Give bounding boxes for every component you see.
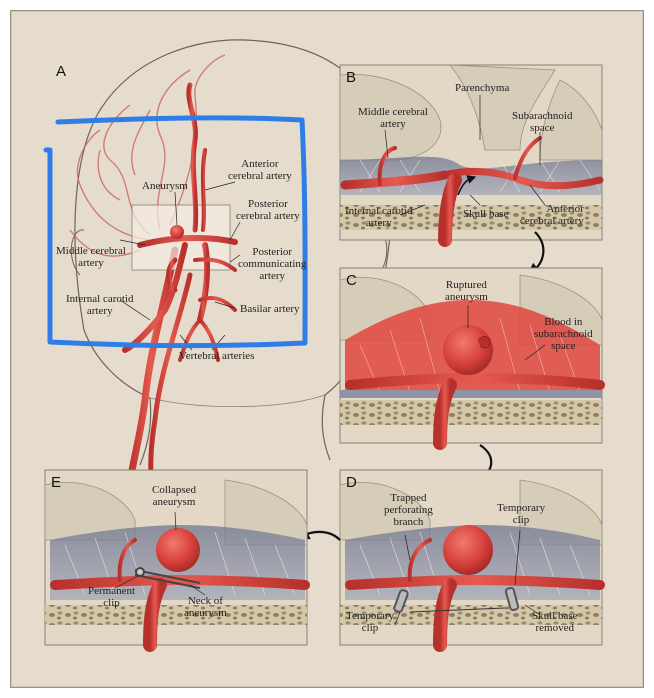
label-vertebral: Vertebral arteries (179, 350, 255, 362)
label-internal-carotid-a: Internal carotid artery (66, 293, 134, 317)
panel-b (339, 64, 604, 247)
neck-artery-right (148, 272, 193, 498)
label-anterior-cerebral-b: Anterior cerebral artery (520, 203, 584, 227)
label-blood: Blood in subarachnoid space (534, 316, 593, 352)
blue-highlight-outline (43, 115, 308, 349)
collapsed-aneurysm (156, 528, 200, 572)
panel-b-letter: B (346, 69, 357, 86)
panel-d-letter: D (346, 474, 357, 491)
label-skull-base-removed: Skull base removed (532, 610, 578, 634)
ruptured-aneurysm (443, 325, 493, 375)
label-temporary-clip-top: Temporary clip (497, 502, 546, 526)
label-collapsed-aneurysm: Collapsed aneurysm (152, 484, 196, 508)
label-middle-cerebral-a: Middle cerebral artery (56, 245, 126, 269)
label-temporary-clip-bottom: Temporary clip (346, 610, 395, 634)
label-aneurysm-a: Aneurysm (142, 180, 188, 192)
panel-e-letter: E (51, 474, 62, 491)
panel-c (339, 267, 605, 450)
label-middle-cerebral-b: Middle cerebral artery (358, 106, 428, 130)
anterior-cerebral-vessel (186, 82, 199, 233)
label-anterior-cerebral-a: Anterior cerebral artery (228, 158, 292, 182)
label-internal-carotid-b: Internal carotid artery (345, 205, 413, 229)
label-ruptured-aneurysm: Ruptured aneurysm (445, 279, 488, 303)
permanent-clip (134, 567, 201, 589)
cortical-vessels (69, 54, 226, 257)
label-skull-base: Skull base (463, 208, 509, 220)
label-parenchyma: Parenchyma (455, 82, 510, 94)
label-basilar: Basilar artery (240, 303, 300, 315)
label-neck-of-aneurysm: Neck of aneurysm (184, 595, 227, 619)
label-posterior-cerebral: Posterior cerebral artery (236, 198, 300, 222)
left-ear (70, 229, 85, 276)
label-permanent-clip: Permanent clip (88, 585, 136, 609)
label-subarachnoid: Subarachnoid space (512, 110, 573, 134)
arrow-d-to-e (296, 527, 341, 541)
aneurysm-a (170, 225, 184, 239)
temporary-clip-left (393, 589, 409, 613)
panel-d (339, 469, 605, 652)
panel-a-letter: A (56, 63, 67, 80)
label-trapped-branch: Trapped perforating branch (384, 492, 433, 528)
label-posterior-communicating: Posterior communicating artery (238, 246, 307, 282)
panel-e (44, 469, 310, 652)
temporary-clip-right (504, 587, 520, 611)
panel-c-letter: C (346, 272, 357, 289)
